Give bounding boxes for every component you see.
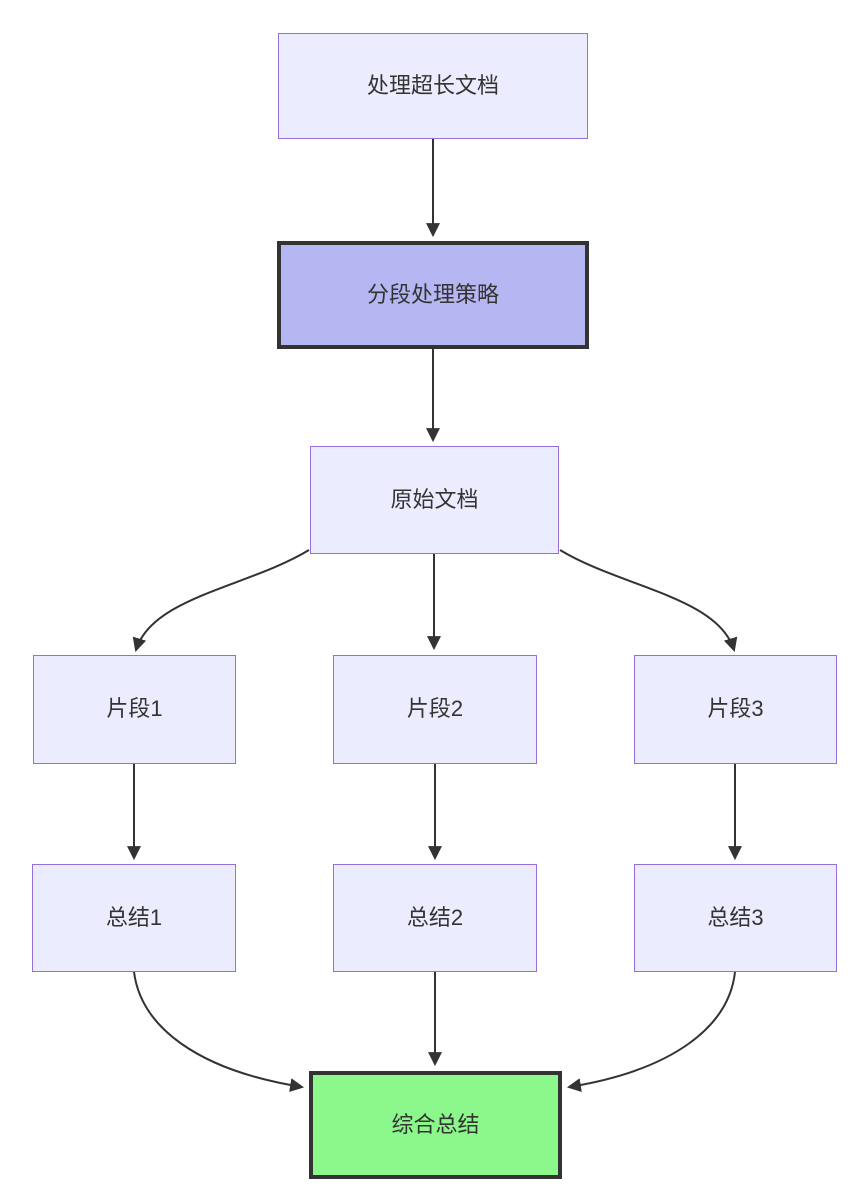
edge-source-to-chunk3 [559,549,738,653]
node-label: 总结1 [105,904,163,930]
node-process-long-doc: 处理超长文档 [278,33,588,139]
node-chunk-3: 片段3 [634,655,837,764]
node-label: 分段处理策略 [366,281,499,307]
node-segment-strategy: 分段处理策略 [277,241,589,349]
node-label: 片段3 [707,696,764,722]
node-chunk-1: 片段1 [33,655,236,764]
node-summary-3: 总结3 [634,864,837,972]
node-label: 原始文档 [390,486,479,512]
edge-summary3-to-final [566,971,736,1093]
node-label: 片段1 [106,696,163,722]
node-label: 综合总结 [391,1111,480,1137]
edge-source-to-chunk1 [132,549,310,653]
node-label: 总结2 [406,904,464,930]
node-chunk-2: 片段2 [333,655,537,764]
edge-summary1-to-final [133,971,305,1093]
node-summary-1: 总结1 [32,864,236,972]
node-label: 总结3 [707,904,764,930]
node-label: 处理超长文档 [366,72,499,98]
node-label: 片段2 [406,696,464,722]
node-original-doc: 原始文档 [310,446,559,554]
node-final-summary: 综合总结 [309,1071,562,1179]
node-summary-2: 总结2 [333,864,537,972]
